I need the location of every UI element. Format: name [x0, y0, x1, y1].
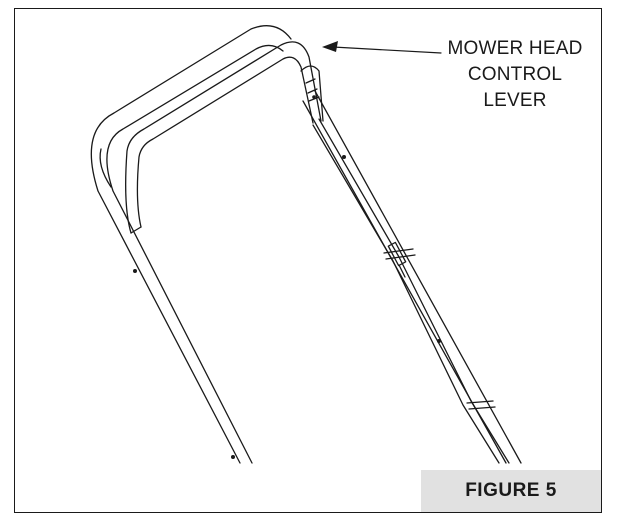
cable-fittings — [383, 241, 496, 410]
right-handle-tube — [300, 65, 522, 464]
callout-line-3: LEVER — [483, 90, 547, 111]
outer-handle-bar — [90, 25, 292, 464]
callout-arrow — [322, 41, 442, 54]
mower-handle-drawing — [90, 25, 522, 464]
callout-label: MOWER HEAD CONTROL LEVER — [430, 36, 600, 114]
control-cable — [312, 118, 510, 464]
bolt-holes — [133, 95, 441, 459]
callout-line-1: MOWER HEAD — [447, 38, 583, 59]
figure-frame: MOWER HEAD CONTROL LEVER FIGURE 5 — [14, 8, 602, 513]
inner-control-bar — [125, 41, 322, 234]
figure-caption: FIGURE 5 — [421, 470, 601, 512]
callout-line-2: CONTROL — [467, 64, 563, 85]
